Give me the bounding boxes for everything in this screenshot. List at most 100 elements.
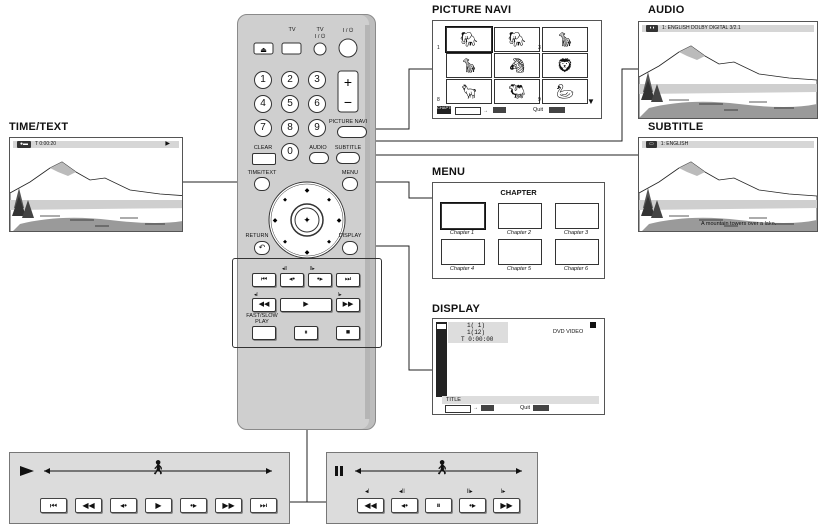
picture-navi-thumbnail[interactable]: 🐫︎ [494,79,540,104]
picture-navi-enter-icon: → [483,108,488,114]
direction-pad[interactable]: ✦ ◆ ◆ ◆ ◆ ◆ ◆ ◆ ◆ [266,179,348,261]
picture-navi-thumbnail[interactable]: 🦢︎ [542,79,588,104]
chapter-thumbnail[interactable] [498,203,542,229]
slow-back-icon-label: ◂ll [399,489,405,495]
picture-navi-number: 9 [538,97,541,103]
menu-button[interactable] [342,177,358,191]
audio-button[interactable] [309,152,329,164]
picture-navi-thumbnail[interactable]: 🦁︎ [542,53,588,78]
fast-forward-icon: ▶▶ [215,498,242,513]
step-forward-button[interactable]: •▸ [308,273,332,287]
skip-forward-icon-label: l▸ [501,489,506,495]
svg-text:◆: ◆ [305,188,310,194]
digit-button-9[interactable]: 9 [308,119,326,137]
play-button[interactable]: ▶ [280,298,332,312]
picture-navi-thumbnail[interactable]: 🦒︎ [542,27,588,52]
pause-icon: ⏸ [425,498,452,513]
chapter-thumbnail[interactable] [440,202,486,230]
playback-speed-panel: 🚶︎ ⏮◀◀◂•▶•▸▶▶⏭ [9,452,290,524]
tv-input-button[interactable] [282,43,301,54]
pause-button[interactable]: ⏸ [294,326,318,340]
display-button[interactable] [342,241,358,255]
chapter-thumbnail[interactable] [498,239,542,265]
time-text-button[interactable] [254,177,270,191]
return-button-label: RETURN [245,233,269,239]
fast-slow-play-button[interactable] [252,326,276,340]
step-back-button[interactable]: ◂• [280,273,304,287]
svg-text:◆: ◆ [283,197,287,203]
display-format: DVD VIDEO [553,329,584,335]
landscape-illustration [10,161,182,231]
chapter-label: Chapter 4 [449,266,475,272]
svg-text:−: − [344,94,352,110]
tv-input-label: TV [288,27,296,33]
picture-navi-number: 8 [437,97,440,103]
rewind-icon: ◀◀ [75,498,102,513]
display-enter-chip [481,405,494,411]
picture-navi-chapter-chip: CHAPTER [437,106,456,114]
picture-navi-button[interactable] [337,126,367,138]
picture-navi-thumbnail[interactable]: 🐘︎ [445,26,493,53]
chapter-label: Chapter 1 [449,230,475,236]
subtitle-screen: ▭1: ENGLISH A mountain towers over a lak… [638,137,818,232]
picture-navi-quit-chip [549,107,565,113]
tv-power-label: TV [316,27,324,33]
chapter-thumbnail[interactable] [441,239,485,265]
subtitle-caption: A mountain towers over a lake. [701,221,777,227]
picture-navi-thumbnail[interactable]: 🦒︎ [446,53,492,78]
subtitle-button[interactable] [336,152,360,164]
step-back-icon: ◂• [110,498,137,513]
audio-title: AUDIO [648,4,685,16]
landscape-illustration [639,45,817,118]
skip-forward-icon: ▶▶ [493,498,520,513]
display-stop-indicator [590,322,596,328]
fast-forward-button[interactable]: ▶▶ [336,298,360,312]
digit-button-8[interactable]: 8 [281,119,299,137]
digit-button-5[interactable]: 5 [281,95,299,113]
scroll-down-icon[interactable]: ▼ [587,97,595,106]
standing-person-icon: 🚶︎ [433,459,451,475]
rewind-button[interactable]: ◀◀ [252,298,276,312]
picture-navi-title: PICTURE NAVI [432,4,512,16]
display-info-bar [448,322,508,343]
display-title: DISPLAY [432,303,481,315]
next-chapter-button[interactable]: ⏭ [336,273,360,287]
menu-heading: CHAPTER [500,188,537,197]
digit-button-2[interactable]: 2 [281,71,299,89]
picture-navi-thumbnail[interactable]: 🦙︎ [446,79,492,104]
return-button[interactable]: ↶ [254,241,270,255]
digit-button-6[interactable]: 6 [308,95,326,113]
display-quit-chip [533,405,549,411]
svg-text:◆: ◆ [305,250,310,256]
display-button-label: DISPLAY [338,233,362,239]
time-text-osd: T 0:00:20 [35,141,57,147]
picture-navi-quit-label: Quit [533,107,544,113]
skip-back-icon: ◀◀ [357,498,384,513]
digit-button-3[interactable]: 3 [308,71,326,89]
display-enter-icon: → [473,405,478,411]
chapter-thumbnail[interactable] [555,239,599,265]
power-button[interactable] [339,39,357,57]
menu-title: MENU [432,166,466,178]
eject-button[interactable] [254,43,273,54]
svg-text:◆: ◆ [327,197,331,203]
tv-power-button[interactable] [314,43,326,55]
picture-navi-thumbnail[interactable]: 🦓︎ [494,53,540,78]
picture-navi-thumbnail[interactable]: 🐘︎ [494,27,540,52]
display-line-1: 1( 1) [467,322,486,329]
digit-button-0[interactable]: 0 [281,143,299,161]
clear-button[interactable] [252,153,276,165]
subtitle-osd-icon: ▭ [646,141,657,148]
picture-navi-number: 1 [437,45,440,51]
digit-button-1[interactable]: 1 [254,71,272,89]
digit-button-4[interactable]: 4 [254,95,272,113]
svg-text:+: + [344,74,352,90]
prev-chapter-button[interactable]: ⏮ [252,273,276,287]
chapter-thumbnail[interactable] [555,203,599,229]
volume-rocker[interactable] [338,71,358,112]
digit-button-7[interactable]: 7 [254,119,272,137]
stop-button[interactable]: ■ [336,326,360,340]
time-text-screen: ●▬T 0:00:20 ▶ [9,137,183,232]
